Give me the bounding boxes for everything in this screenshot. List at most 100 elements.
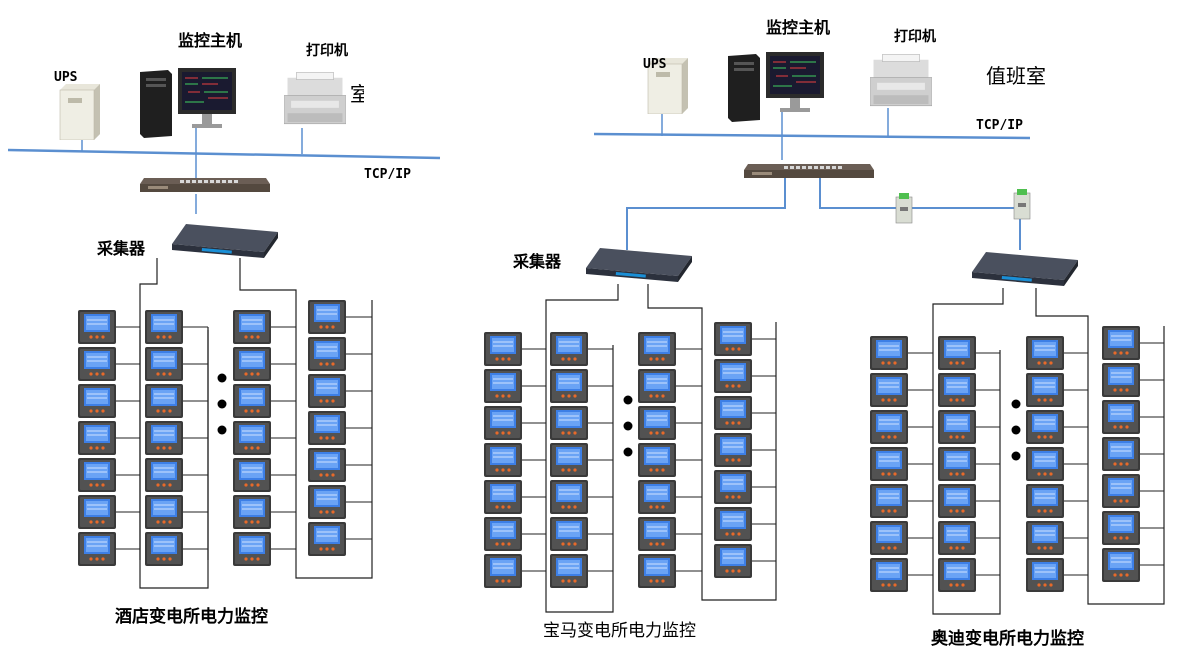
printer-icon (284, 71, 346, 125)
power-meter-icon (714, 396, 752, 430)
collector-label-1: 采集器 (97, 239, 146, 258)
power-meter-icon (233, 495, 271, 529)
power-meter-icon (78, 421, 116, 455)
rs485-bus (932, 288, 1004, 615)
network-backbone-2 (593, 132, 1031, 140)
power-meter-icon (1026, 336, 1064, 370)
power-meter-icon (550, 406, 588, 440)
power-meter-icon (484, 554, 522, 588)
power-meter-icon (550, 443, 588, 477)
power-meter-icon (938, 373, 976, 407)
power-meter-icon (308, 411, 346, 445)
power-meter-icon (484, 406, 522, 440)
power-meter-icon (714, 470, 752, 504)
power-meter-icon (938, 484, 976, 518)
host-label-1: 监控主机 (178, 31, 243, 50)
power-meter-icon (484, 443, 522, 477)
power-meter-icon (1102, 400, 1140, 434)
collector-label-2: 采集器 (513, 252, 562, 271)
ups-label-2: UPS (643, 57, 667, 72)
collector-icon (972, 252, 1078, 286)
power-meter-icon (938, 521, 976, 555)
power-meter-icon (1102, 511, 1140, 545)
fiber-converter-icon (1013, 188, 1031, 220)
power-meter-icon (308, 300, 346, 334)
collector-icon (172, 224, 278, 258)
power-meter-icon (638, 406, 676, 440)
power-meter-icon (233, 421, 271, 455)
ellipsis-dot (1011, 451, 1021, 461)
ups-label-1: UPS (54, 70, 78, 85)
power-meter-icon (78, 495, 116, 529)
caption-bmw: 宝马变电所电力监控 (543, 621, 696, 641)
power-meter-icon (550, 554, 588, 588)
power-meter-icon (484, 480, 522, 514)
network-switch-icon (744, 164, 874, 178)
ellipsis-dot (217, 399, 227, 409)
power-meter-icon (870, 410, 908, 444)
power-meter-icon (308, 485, 346, 519)
ellipsis-dot (1011, 399, 1021, 409)
power-meter-icon (1102, 326, 1140, 360)
power-meter-icon (938, 336, 976, 370)
network-switch-icon (140, 178, 270, 192)
power-meter-icon (145, 421, 183, 455)
power-meter-icon (870, 558, 908, 592)
power-meter-icon (714, 433, 752, 467)
power-meter-icon (638, 443, 676, 477)
power-meter-icon (308, 374, 346, 408)
caption-hotel: 酒店变电所电力监控 (115, 607, 268, 627)
diagram-elements (7, 51, 1165, 615)
power-meter-icon (1026, 521, 1064, 555)
network-backbone-1 (7, 148, 441, 160)
power-meter-icon (550, 480, 588, 514)
collector-icon (586, 248, 692, 282)
ellipsis-dot (217, 425, 227, 435)
power-meter-icon (78, 384, 116, 418)
power-meter-icon (638, 554, 676, 588)
power-meter-icon (145, 532, 183, 566)
power-meter-icon (233, 458, 271, 492)
power-meter-icon (1026, 484, 1064, 518)
partial-room-glyph: 室 (350, 82, 364, 106)
tcpip-label-1: TCP/IP (364, 167, 411, 182)
power-meter-icon (638, 517, 676, 551)
power-meter-icon (1026, 410, 1064, 444)
rs485-bus (1035, 288, 1165, 605)
power-meter-icon (78, 310, 116, 344)
power-meter-icon (78, 532, 116, 566)
power-meter-icon (870, 521, 908, 555)
power-meter-icon (550, 517, 588, 551)
power-meter-icon (308, 448, 346, 482)
power-meter-icon (145, 495, 183, 529)
power-meter-icon (1026, 558, 1064, 592)
power-meter-icon (1026, 447, 1064, 481)
host-label-2: 监控主机 (766, 18, 831, 37)
power-meter-icon (1102, 437, 1140, 471)
power-meter-icon (638, 332, 676, 366)
power-meter-icon (308, 337, 346, 371)
rs485-bus (239, 258, 373, 579)
rs485-bus (647, 284, 777, 601)
printer-icon (870, 53, 932, 107)
power-meter-icon (1026, 373, 1064, 407)
power-meter-icon (233, 384, 271, 418)
power-meter-icon (714, 544, 752, 578)
power-meter-icon (145, 458, 183, 492)
ellipsis-dot (1011, 425, 1021, 435)
power-meter-icon (484, 369, 522, 403)
rs485-bus (545, 284, 619, 613)
caption-audi: 奥迪变电所电力监控 (931, 629, 1084, 649)
tcpip-label-2: TCP/IP (976, 118, 1023, 133)
ellipsis-dot (623, 395, 633, 405)
room-label: 值班室 (986, 64, 1046, 88)
ellipsis-dot (623, 447, 633, 457)
ellipsis-dot (217, 373, 227, 383)
ellipsis-dot (623, 421, 633, 431)
power-meter-icon (938, 447, 976, 481)
computer-icon (139, 67, 237, 138)
power-meter-icon (870, 484, 908, 518)
power-meter-icon (78, 458, 116, 492)
